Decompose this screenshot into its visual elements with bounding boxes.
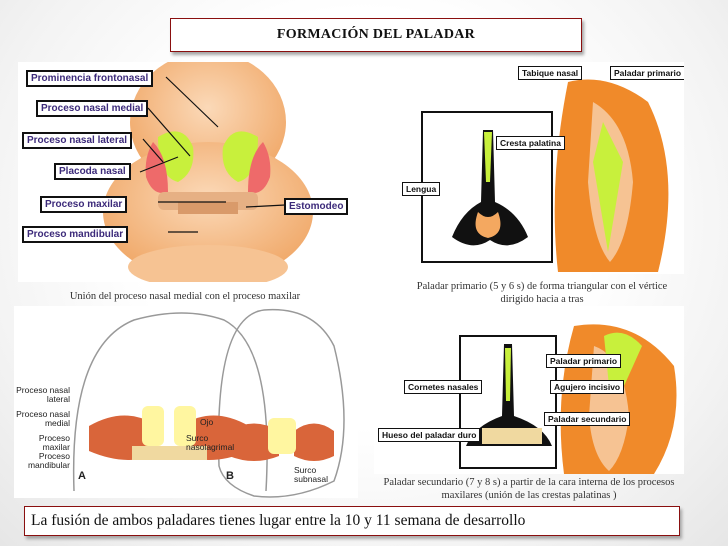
- secondary-palate-panel: Paladar primario Cornetes nasales Agujer…: [374, 306, 684, 474]
- label-paladar-secundario: Paladar secundario: [544, 412, 631, 426]
- label-cresta-palatina: Cresta palatina: [496, 136, 565, 150]
- label-ab-tag-a: A: [78, 470, 86, 482]
- label-tabique-nasal: Tabique nasal: [518, 66, 583, 80]
- label-hueso-paladar-duro: Hueso del paladar duro: [378, 428, 481, 442]
- primary-palate-panel: Tabique nasal Paladar primario Cresta pa…: [398, 62, 684, 274]
- label-proceso-nasal-medial: Proceso nasal medial: [36, 100, 149, 117]
- label-proceso-maxilar: Proceso maxilar: [40, 196, 128, 213]
- label-ab-proceso-maxilar: Proceso maxilar: [38, 433, 70, 452]
- embryo-face-illustration: [103, 62, 313, 282]
- label-placoda-nasal: Placoda nasal: [54, 163, 131, 180]
- ab-faces-illustration: [72, 308, 345, 498]
- label-paladar-primario: Paladar primario: [610, 66, 684, 80]
- caption-face: Unión del proceso nasal medial con el pr…: [69, 291, 301, 302]
- label-cornetes-nasales: Cornetes nasales: [404, 380, 483, 394]
- label-ab-ojo: Ojo: [200, 417, 214, 427]
- label-estomodeo: Estomodeo: [284, 198, 349, 215]
- label-ab-surco-nasolagrimal: Surco nasolagrimal: [186, 433, 235, 452]
- label-ab-proceso-mandibular: Proceso mandibular: [27, 451, 70, 470]
- slide-title: FORMACIÓN DEL PALADAR: [170, 18, 582, 52]
- label-lengua: Lengua: [402, 182, 441, 196]
- primary-palate-illustration: [421, 79, 669, 272]
- caption-secondary: Paladar secundario (7 y 8 s) a partir de…: [383, 477, 675, 501]
- footer-note: La fusión de ambos paladares tienes luga…: [24, 506, 680, 536]
- label-ab-proceso-nasal-medial: Proceso nasal medial: [16, 409, 70, 428]
- face-diagram-panel: Prominencia frontonasal Proceso nasal me…: [18, 62, 350, 282]
- label-agujero-incisivo: Agujero incisivo: [550, 380, 625, 394]
- label-ab-proceso-nasal-lateral: Proceso nasal lateral: [16, 385, 70, 404]
- label-proceso-mandibular: Proceso mandibular: [22, 226, 129, 243]
- secondary-palate-illustration: [459, 324, 677, 474]
- caption-primary: Paladar primario (5 y 6 s) de forma tria…: [416, 281, 668, 305]
- label-sec-paladar-primario: Paladar primario: [546, 354, 622, 368]
- ab-faces-panel: Proceso nasal lateral Proceso nasal medi…: [14, 306, 358, 498]
- label-ab-tag-b: B: [226, 470, 234, 482]
- label-proceso-nasal-lateral: Proceso nasal lateral: [22, 132, 133, 149]
- label-ab-surco-subnasal: Surco subnasal: [294, 465, 329, 484]
- label-prominencia-frontonasal: Prominencia frontonasal: [26, 70, 154, 87]
